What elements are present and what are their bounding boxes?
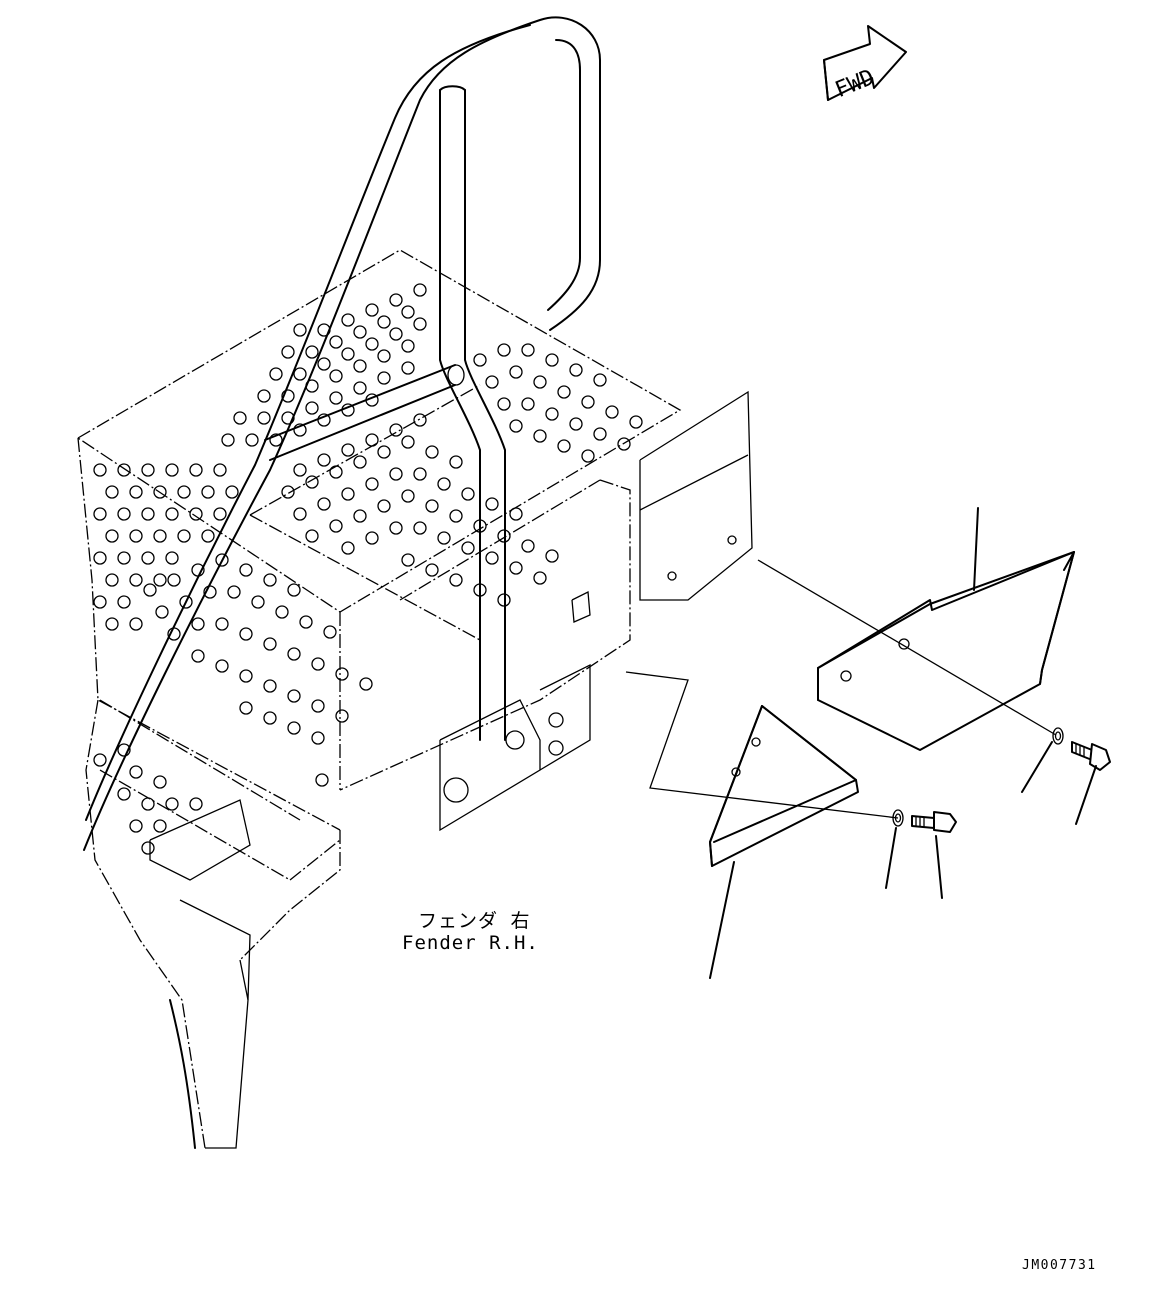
deck-holes-lower [93, 413, 559, 855]
fender-body [77, 249, 753, 1149]
cover-plate [817, 551, 1075, 751]
handrail [83, 16, 601, 1149]
fender-label-jp: フェンダ 右 [418, 910, 531, 932]
drawing-code: JM007731 [1022, 1258, 1097, 1273]
fender-label-en: Fender R.H. [402, 932, 539, 954]
leader-lines [709, 507, 1097, 979]
bolt-set-lower [892, 809, 957, 833]
fwd-arrow-text: FWD [832, 65, 878, 103]
deck-holes-upper [93, 283, 643, 631]
assembly-lines [625, 559, 1057, 819]
triangle-plate [709, 705, 859, 867]
fwd-arrow-icon: FWD [823, 25, 907, 103]
bolt-set-upper [1052, 727, 1111, 771]
